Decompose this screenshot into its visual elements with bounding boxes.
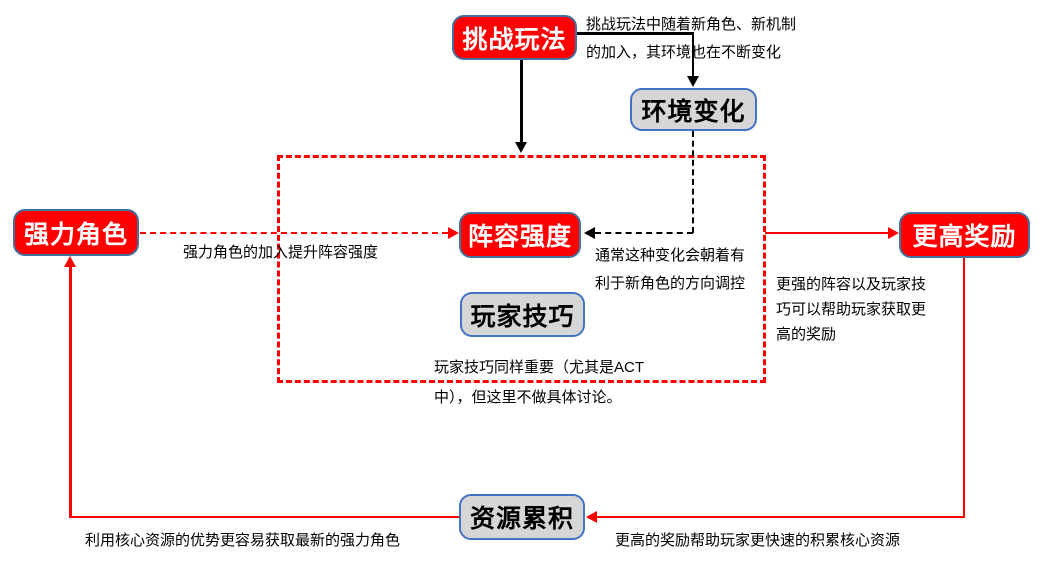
connector-environment-to-lineup-h bbox=[595, 231, 693, 234]
note-resource-left: 利用核心资源的优势更容易获取最新的强力角色 bbox=[85, 532, 401, 549]
node-player-skill: 玩家技巧 bbox=[460, 292, 585, 337]
node-lineup-strength: 阵容强度 bbox=[459, 212, 581, 258]
connector-environment-to-lineup-v bbox=[691, 131, 694, 233]
connector-resource-to-character-v bbox=[69, 266, 72, 518]
arrowhead-right-icon bbox=[448, 227, 459, 239]
core-loop-dashed-boundary bbox=[277, 155, 766, 383]
note-character: 强力角色的加入提升阵容强度 bbox=[183, 244, 379, 261]
connector-character-to-lineup bbox=[140, 231, 448, 234]
note-reward: 更强的阵容以及玩家技 巧可以帮助玩家获取更 高的奖励 bbox=[776, 276, 927, 343]
connector-challenge-to-environment-h bbox=[577, 32, 694, 35]
arrowhead-down-icon bbox=[687, 76, 699, 87]
node-label: 阵容强度 bbox=[467, 223, 572, 251]
note-challenge: 挑战玩法中随着新角色、新机制 的加入，其环境也在不断变化 bbox=[586, 16, 797, 61]
note-environment: 通常这种变化会朝着有 利于新角色的方向调控 bbox=[595, 247, 746, 292]
node-label: 挑战玩法 bbox=[462, 25, 567, 54]
note-skill: 玩家技巧同样重要（尤其是ACT 中），但这里不做具体讨论。 bbox=[434, 359, 645, 406]
connector-challenge-to-environment-v bbox=[691, 32, 694, 77]
arrowhead-up-icon bbox=[64, 256, 76, 267]
arrowhead-left-icon bbox=[586, 511, 597, 523]
node-label: 环境变化 bbox=[641, 97, 746, 126]
connector-reward-to-resource-v bbox=[962, 257, 965, 518]
node-powerful-character: 强力角色 bbox=[13, 209, 139, 256]
node-resource-accumulation: 资源累积 bbox=[459, 494, 585, 540]
arrowhead-down-icon bbox=[515, 142, 527, 153]
node-label: 强力角色 bbox=[23, 220, 128, 249]
node-challenge-gameplay: 挑战玩法 bbox=[452, 15, 577, 60]
node-environment-change: 环境变化 bbox=[630, 88, 757, 131]
node-label: 更高奖励 bbox=[912, 223, 1017, 251]
connector-resource-to-character-h bbox=[69, 515, 460, 518]
connector-reward-to-resource-h bbox=[597, 515, 965, 518]
node-higher-reward: 更高奖励 bbox=[899, 212, 1030, 258]
node-label: 资源累积 bbox=[469, 505, 574, 533]
arrowhead-right-icon bbox=[888, 227, 899, 239]
note-resource-right: 更高的奖励帮助玩家更快速的积累核心资源 bbox=[615, 532, 901, 549]
connector-loop-to-reward bbox=[765, 231, 889, 234]
connector-challenge-to-loop bbox=[520, 60, 523, 143]
arrowhead-left-icon bbox=[584, 227, 595, 239]
node-label: 玩家技巧 bbox=[470, 302, 575, 331]
